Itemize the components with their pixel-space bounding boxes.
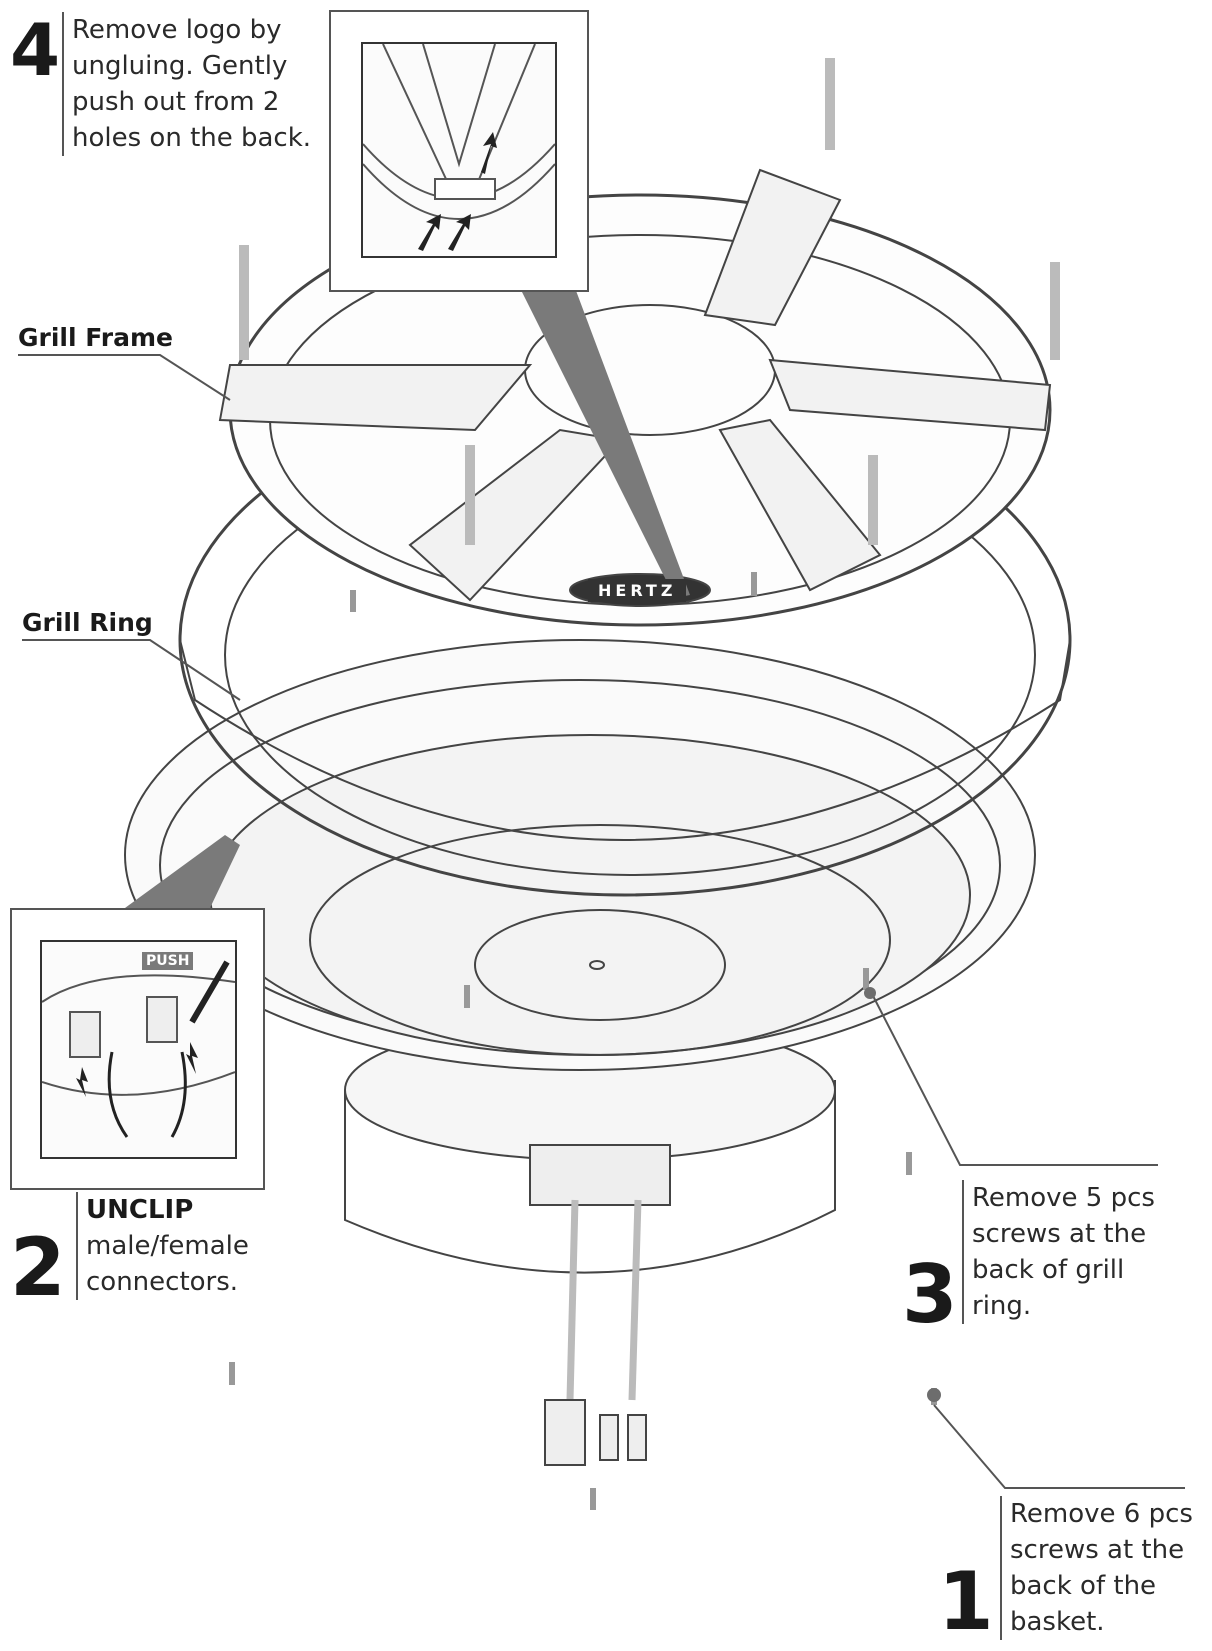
- step-1-line: screws at the: [1010, 1535, 1185, 1565]
- grill-ring-label: Grill Ring: [22, 608, 153, 637]
- grill-frame-label: Grill Frame: [18, 323, 173, 352]
- step-3-instruction: Remove 5 pcs screws at the back of grill…: [962, 1180, 1155, 1324]
- callout-dots: [864, 987, 941, 1402]
- step-1-leader: [933, 1404, 1185, 1489]
- step-1-number: 1: [938, 1555, 994, 1648]
- logo-removal-detail: [361, 42, 557, 258]
- connector-detail: PUSH: [40, 940, 237, 1159]
- logo-back-view: [363, 44, 555, 251]
- step-3-leader: [869, 989, 1158, 1166]
- inset-pointers: [125, 288, 690, 908]
- step-2-line: male/female: [86, 1231, 249, 1261]
- step-2-number: 2: [10, 1221, 66, 1314]
- connector-view: [42, 960, 235, 1138]
- logo-inset-pointer: [520, 288, 690, 598]
- leader-lines: [18, 354, 1185, 1489]
- step-2-line: connectors.: [86, 1267, 239, 1297]
- unclip-arrows-icon: [76, 1042, 198, 1097]
- step-4-line: push out from 2: [72, 87, 280, 117]
- step-4-number: 4: [10, 8, 61, 92]
- step-3-dot: [864, 987, 876, 999]
- step-3-line: screws at the: [972, 1219, 1147, 1249]
- grill-frame-pins: [239, 58, 1060, 545]
- grill-ring-leader: [22, 639, 241, 701]
- connector-inset-pointer: [125, 835, 240, 908]
- step-4-instruction: Remove logo by ungluing. Gently push out…: [62, 12, 311, 156]
- step-4-line: ungluing. Gently: [72, 51, 288, 81]
- grill-frame: [218, 168, 1052, 627]
- step-3-number: 3: [902, 1248, 958, 1341]
- hertz-logo: HERTZ: [588, 579, 687, 602]
- connector-inset: PUSH: [10, 908, 265, 1190]
- step-1-dot: [927, 1388, 941, 1402]
- step-4-line: Remove logo by: [72, 15, 282, 45]
- step-1-line: back of the: [1010, 1571, 1157, 1601]
- step-3-line: ring.: [972, 1291, 1032, 1321]
- step-1-line: basket.: [1010, 1607, 1105, 1637]
- grill-frame-leader: [18, 354, 231, 401]
- push-arrows-icon: [418, 132, 497, 251]
- speaker-wires: [544, 1199, 647, 1466]
- push-label: PUSH: [142, 952, 194, 970]
- step-2-instruction: UNCLIP male/female connectors.: [76, 1192, 249, 1300]
- step-3-line: Remove 5 pcs: [972, 1183, 1155, 1213]
- step-4-line: holes on the back.: [72, 123, 312, 153]
- step-1-instruction: Remove 6 pcs screws at the back of the b…: [1000, 1496, 1193, 1640]
- step-3-line: back of grill: [972, 1255, 1125, 1285]
- step-2-title: UNCLIP: [86, 1195, 194, 1225]
- logo-removal-inset: [329, 10, 589, 292]
- step-1-line: Remove 6 pcs: [1010, 1499, 1193, 1529]
